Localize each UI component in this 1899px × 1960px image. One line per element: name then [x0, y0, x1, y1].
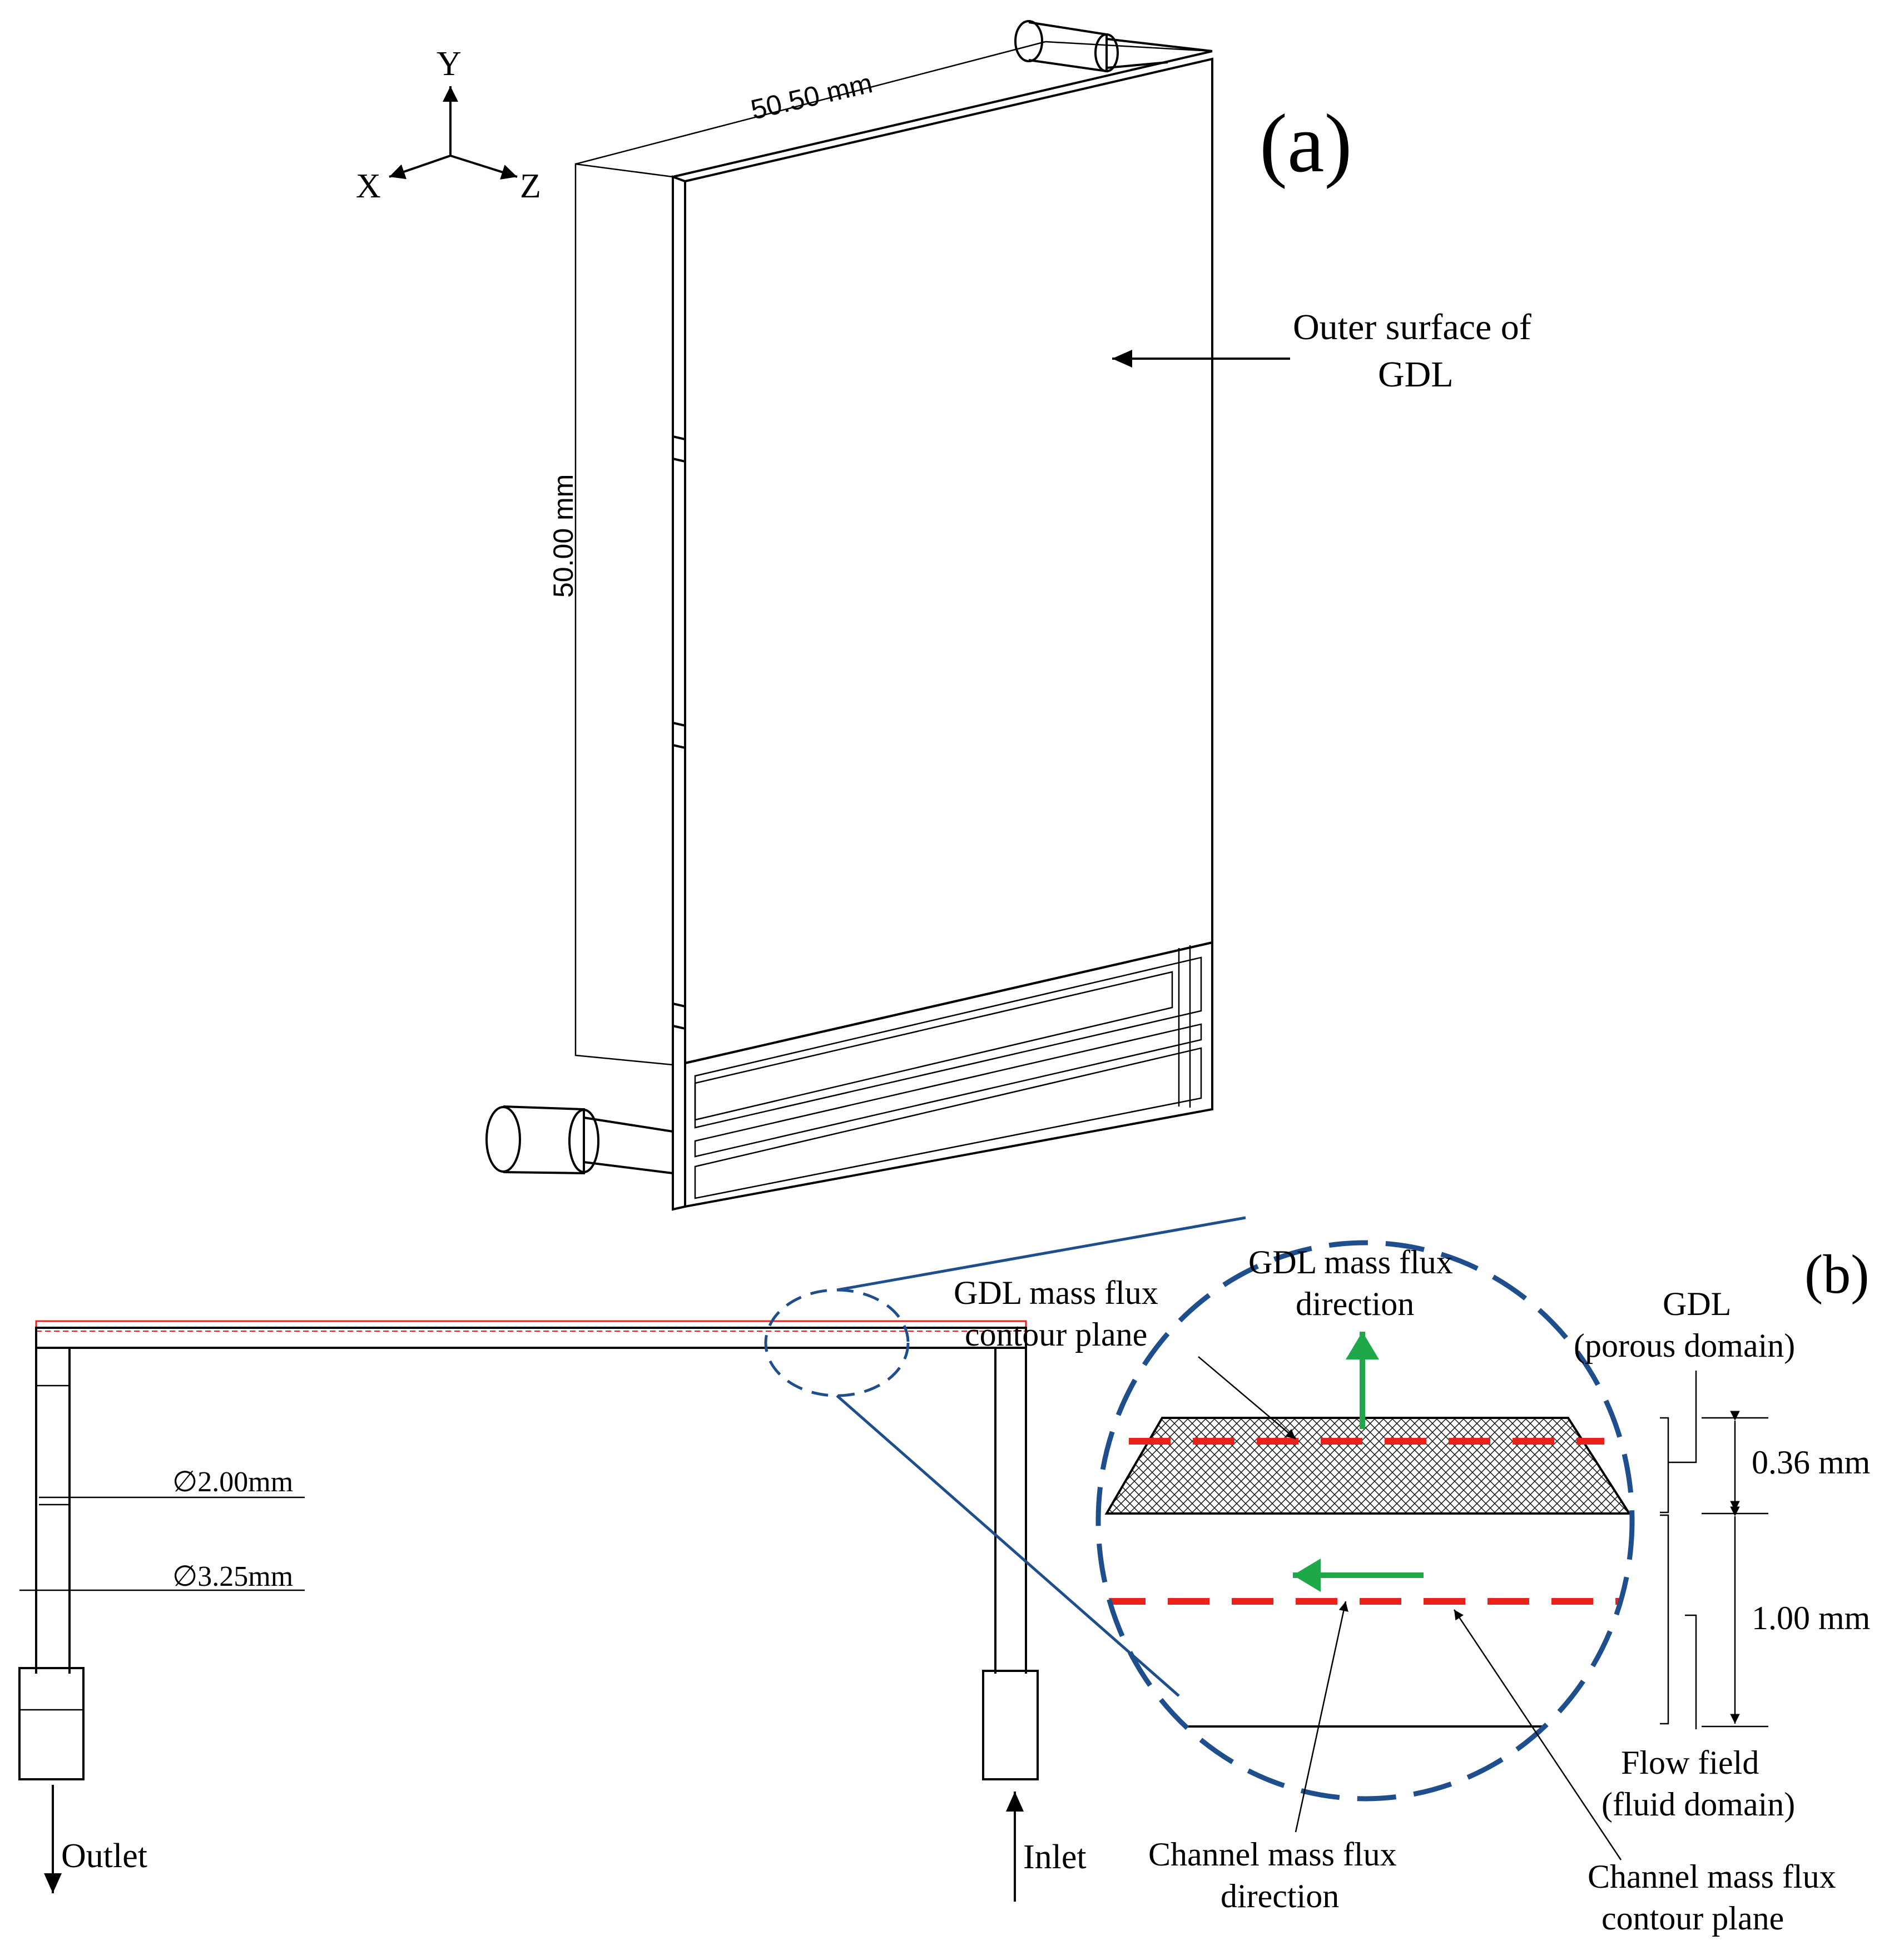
gdl-callout-line1: Outer surface of [1293, 307, 1531, 348]
gdl-outer-surface [684, 57, 1213, 1065]
gdl-dir-line1: GDL mass flux [1248, 1244, 1453, 1281]
dim-channel-label: 1.00 mm [1752, 1600, 1870, 1636]
outlet-label: Outlet [61, 1837, 147, 1875]
channel-side-view: ∅2.00mm ∅3.25mm Outlet Inlet [18, 1288, 1087, 1902]
flow-field-line1: Flow field [1621, 1744, 1759, 1781]
gdl-callout-line2: GDL [1378, 354, 1454, 395]
dim-width-label: 50.50 mm [748, 67, 875, 126]
outlet-fitting [18, 1667, 85, 1780]
gdl-plane-line2: contour plane [965, 1316, 1147, 1353]
gdl-domain-line1: GDL [1663, 1286, 1731, 1322]
gdl-domain-line2: (porous domain) [1574, 1327, 1795, 1364]
inlet-pipe-3d [1014, 20, 1213, 73]
channel-plane-line1: Channel mass flux [1588, 1858, 1836, 1895]
channel-dir-leader [1295, 1601, 1348, 1833]
z-axis-arrow [450, 155, 518, 180]
gdl-plane-leader [1198, 1356, 1296, 1440]
cell-top-rim [1045, 41, 1213, 52]
gdl-porous-layer [1104, 1417, 1632, 1515]
dimension-height: 50.00 mm [548, 474, 579, 598]
dim-height-label: 50.00 mm [548, 474, 579, 598]
y-axis-label: Y [437, 45, 462, 83]
x-axis-arrow [389, 155, 451, 180]
cell-top-edge-front [672, 50, 1213, 178]
flow-bracket [1660, 1514, 1669, 1725]
axis-triad: Y X Z [356, 45, 541, 205]
cell-top-edge-back [575, 41, 1046, 165]
inlet-label: Inlet [1023, 1838, 1087, 1876]
flow-field-frame [684, 941, 1213, 1208]
cell-side-face [574, 163, 674, 1066]
zoom-source-region [764, 1288, 910, 1397]
cell-body-3d [485, 20, 1213, 1211]
channel-body [35, 1327, 1027, 1349]
gdl-plane-line1: GDL mass flux [954, 1274, 1158, 1311]
flow-field-line2: (fluid domain) [1601, 1786, 1795, 1823]
side-plate-strip [672, 175, 686, 1211]
channel-plane-leader [1453, 1609, 1622, 1860]
z-axis-label: Z [520, 167, 541, 205]
zoomed-cross-section [1095, 1240, 1635, 1802]
panel-b-label: (b) [1804, 1243, 1870, 1305]
channel-plane-line2: contour plane [1601, 1900, 1784, 1937]
inlet-leg [994, 1348, 1027, 1674]
panel-b: (b) ∅2.00mm ∅3.25mm Outlet Inlet [18, 1216, 1870, 1937]
diameter-large-label: ∅3.25mm [172, 1561, 293, 1592]
inlet-fitting [982, 1670, 1039, 1780]
dimension-gdl-thickness: 0.36 mm [1702, 1411, 1870, 1515]
gdl-bracket [1660, 1371, 1697, 1514]
panel-a: (a) Y X Z [356, 20, 1531, 1211]
side-plate-notches [672, 435, 686, 1030]
outlet-pipe-3d [485, 1105, 673, 1175]
zoom-outline [1095, 1240, 1635, 1802]
channel-dir-line1: Channel mass flux [1148, 1836, 1397, 1873]
panel-a-label: (a) [1260, 97, 1352, 190]
channel-dir-line2: direction [1221, 1878, 1339, 1914]
dimension-channel-depth: 1.00 mm [1702, 1506, 1870, 1728]
outlet-leg [35, 1348, 71, 1674]
x-axis-label: X [356, 167, 381, 205]
dimension-width: 50.50 mm [748, 67, 875, 126]
flow-bracket-tick [1685, 1614, 1697, 1729]
zoom-connector-top [836, 1216, 1246, 1292]
dim-gdl-label: 0.36 mm [1752, 1444, 1870, 1481]
gdl-dir-line2: direction [1296, 1286, 1414, 1322]
diameter-small-label: ∅2.00mm [172, 1466, 293, 1498]
zoom-connector-bottom [836, 1395, 1180, 1697]
